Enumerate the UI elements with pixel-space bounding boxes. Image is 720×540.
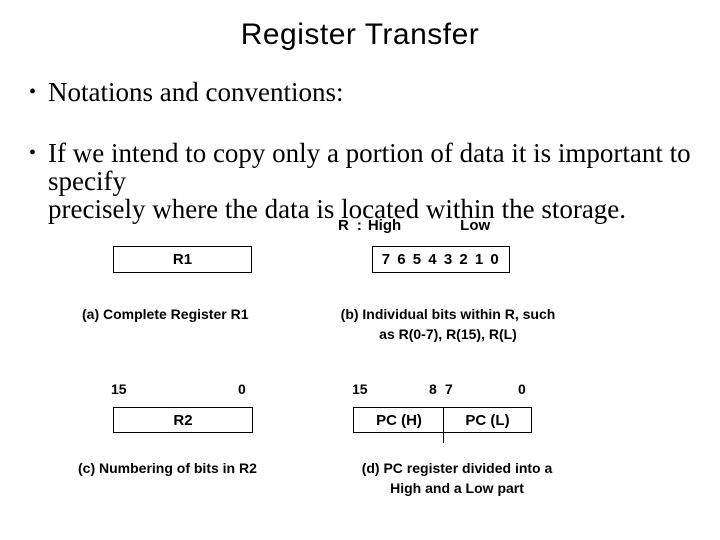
- caption-c: (c) Numbering of bits in R2: [78, 460, 257, 476]
- register-box-bits-label: 7 6 5 4 3 2 1 0: [381, 251, 501, 268]
- bullet-item: • If we intend to copy only a portion of…: [29, 139, 709, 223]
- register-box-r1-label: R1: [172, 251, 193, 268]
- register-box-bits: 7 6 5 4 3 2 1 0: [372, 246, 510, 273]
- caption-b: (b) Individual bits within R, such as R(…: [340, 306, 556, 342]
- high-label: High: [367, 217, 402, 234]
- pc-divider-line: [443, 408, 444, 443]
- register-box-r1: R1: [113, 246, 252, 273]
- page-title: Register Transfer: [240, 18, 480, 51]
- bullet-text: Notations and conventions:: [48, 77, 344, 107]
- caption-a: (a) Complete Register R1: [82, 306, 249, 322]
- bullet-icon: •: [29, 81, 37, 103]
- pc-high-cell: PC (H): [376, 411, 422, 429]
- bit-label-15: 15: [111, 381, 127, 397]
- bullet-text: If we intend to copy only a portion of d…: [48, 138, 691, 224]
- colon-label: :: [356, 217, 362, 234]
- bullet-icon: •: [29, 142, 37, 164]
- pc-low-cell: PC (L): [465, 411, 510, 429]
- bit-label-15: 15: [352, 381, 368, 397]
- bit-label-0: 0: [518, 381, 526, 397]
- low-label: Low: [460, 217, 491, 234]
- register-name-label: R: [338, 217, 349, 234]
- register-box-r2-label: R2: [173, 411, 193, 429]
- bit-label-8: 8: [429, 381, 437, 397]
- register-box-pc: PC (H) PC (L): [353, 407, 532, 443]
- bit-label-0: 0: [238, 381, 246, 397]
- register-header: R : High Low: [338, 218, 490, 234]
- bit-label-7: 7: [445, 381, 453, 397]
- register-box-r2: R2: [113, 407, 253, 433]
- caption-d: (d) PC register divided into a High and …: [361, 460, 553, 496]
- bullet-item: • Notations and conventions:: [29, 78, 709, 106]
